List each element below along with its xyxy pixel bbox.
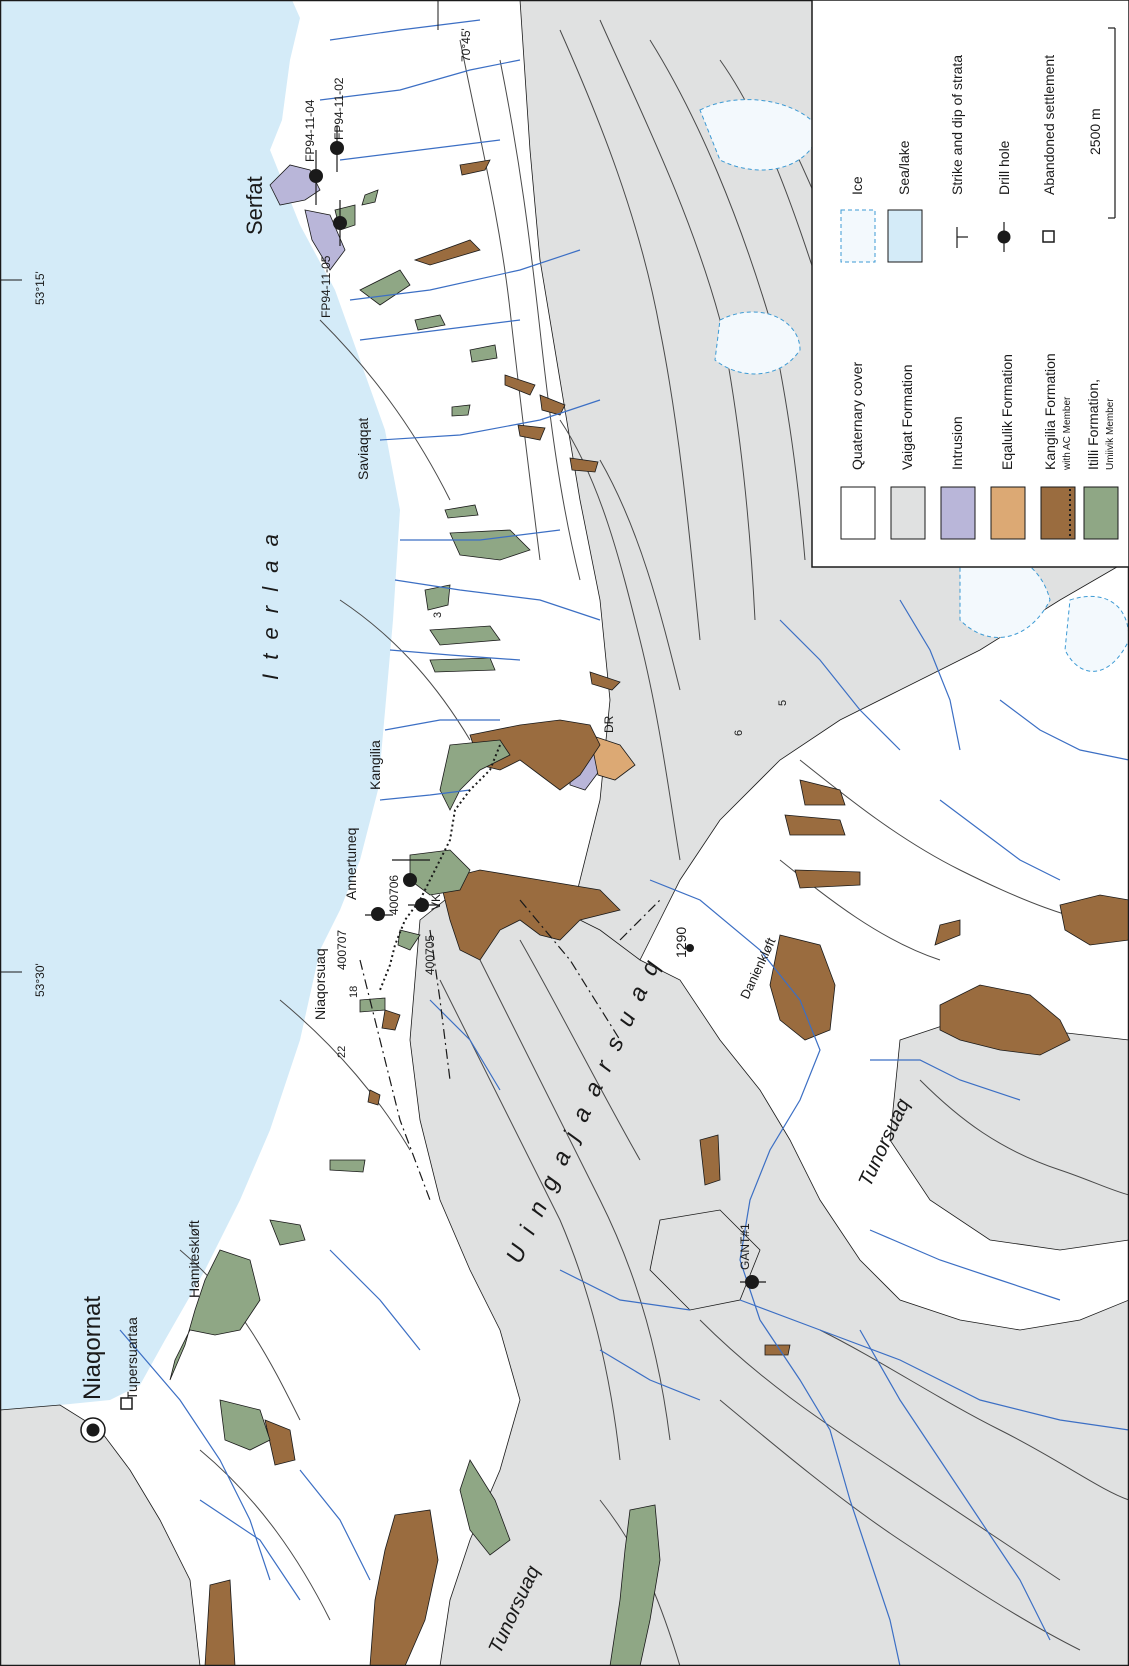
annotation-vk: VK <box>429 894 443 910</box>
scale-bar <box>1108 27 1116 219</box>
legend-symbol-abandoned-settlement <box>1042 230 1055 243</box>
coordinate-ticks <box>0 0 439 973</box>
legend-symbol-drill-hole <box>997 222 1011 252</box>
legend-label-eqalulik: Eqalulik Formation <box>999 354 1015 470</box>
place-niaqorsuaq: Niaqorsuaq <box>312 948 328 1020</box>
drill-label-gant1: GANT#1 <box>738 1223 752 1270</box>
abandoned-settlement-tupersuartaa <box>120 1397 133 1410</box>
legend-swatch-eqalulik <box>990 486 1026 540</box>
legend-label-sea-lake: Sea/lake <box>896 140 912 195</box>
legend-swatch-itilli <box>1083 486 1119 540</box>
legend-label-quaternary: Quaternary cover <box>849 362 865 470</box>
drill-label-fp94-11-04: FP94-11-04 <box>303 99 317 162</box>
legend-label-drill-hole: Drill hole <box>996 140 1012 195</box>
scale-bar-label: 2500 m <box>1087 108 1103 155</box>
drill-label-fp94-11-05: FP94-11-05 <box>319 255 333 318</box>
kangilia-formation-areas <box>204 159 1129 1666</box>
legend-label-abandoned-settlement: Abandoned settlement <box>1041 55 1057 195</box>
longitude-label-53-15: 53°15' <box>33 271 47 305</box>
drill-label-400705: 400705 <box>423 935 437 975</box>
legend-swatch-quaternary <box>840 486 876 540</box>
place-iterlaa: I t e r l a a <box>258 530 283 680</box>
place-saviaqqat: Saviaqqat <box>355 418 371 480</box>
legend-swatch-intrusion <box>940 486 976 540</box>
latitude-label-70-45: 70°45' <box>459 28 473 62</box>
place-serfat: Serfat <box>242 176 267 235</box>
legend-swatch-vaigat <box>890 486 926 540</box>
legend-frame <box>811 0 1129 568</box>
legend-label-intrusion: Intrusion <box>949 416 965 470</box>
place-annertuneq: Annertuneq <box>343 828 359 900</box>
sea-iterlaa <box>0 0 400 1410</box>
annotation-dip-18: 18 <box>348 986 360 998</box>
drill-holes <box>309 126 766 1289</box>
rivers <box>119 19 1129 1666</box>
annotation-dip-3: 3 <box>432 612 444 618</box>
legend-label-itilli-sub: Umiivik Member <box>1105 398 1116 470</box>
place-niaqornat: Niaqornat <box>79 1296 106 1400</box>
legend-symbol-strike-dip <box>956 227 968 248</box>
annotation-dip-6: 6 <box>733 730 745 736</box>
ac-member-boundary <box>379 744 501 991</box>
drill-label-400706: 400706 <box>387 875 401 915</box>
annotation-dr: DR <box>602 715 616 733</box>
contour-lines <box>179 19 1129 1666</box>
fault-lines <box>359 899 661 1201</box>
settlement-niaqornat <box>80 1417 106 1443</box>
map-legend: Quaternary cover Vaigat Formation Intrus… <box>811 0 1129 568</box>
annotation-dip-5: 5 <box>777 700 789 706</box>
longitude-label-53-30: 53°30' <box>33 963 47 997</box>
legend-label-vaigat: Vaigat Formation <box>899 364 915 470</box>
place-kangilia: Kangilia <box>367 740 383 790</box>
legend-label-strike-dip: Strike and dip of strata <box>949 55 965 195</box>
map-annotations: VK DR 1290 3 5 6 18 22 <box>336 612 789 1058</box>
legend-label-kangilia-sub: with AC Member <box>1062 396 1073 471</box>
drill-hole-labels: FP94-11-04 FP94-11-02 FP94-11-05 400706 … <box>303 77 752 1270</box>
drill-label-fp94-11-02: FP94-11-02 <box>332 77 346 140</box>
annotation-dip-22: 22 <box>336 1046 348 1058</box>
drill-label-400707: 400707 <box>335 930 349 970</box>
legend-swatch-ice <box>840 209 876 263</box>
place-hamiteskloft: Hamiteskløft <box>186 1220 202 1298</box>
itilli-formation-areas <box>169 189 661 1666</box>
legend-label-ice: Ice <box>849 176 865 195</box>
legend-label-itilli: Itilli Formation, <box>1085 379 1101 470</box>
eqalulik-formation-areas <box>589 734 636 781</box>
place-tupersuartaa: Tupersuartaa <box>124 1317 140 1400</box>
legend-swatch-sea-lake <box>887 209 923 263</box>
legend-label-kangilia: Kangilia Formation <box>1042 353 1058 470</box>
ice-patches <box>699 99 1129 672</box>
annotation-elevation-1290: 1290 <box>673 927 689 958</box>
